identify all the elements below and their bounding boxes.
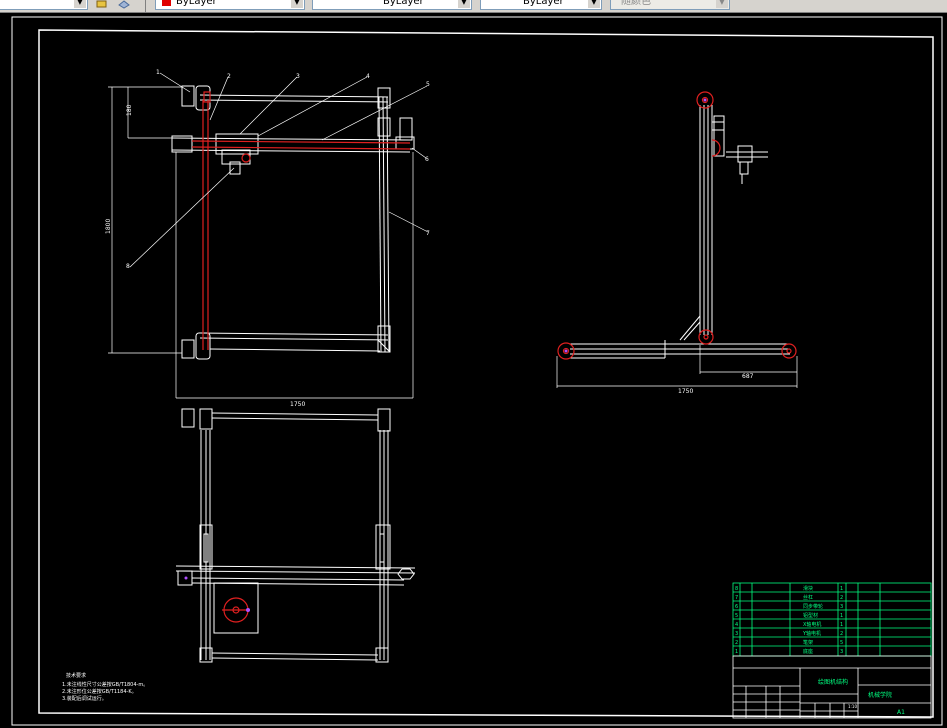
side-view-dimensions	[556, 345, 798, 388]
chevron-down-icon: ▼	[74, 0, 86, 8]
svg-text:1: 1	[156, 69, 160, 76]
side-view-marks	[564, 98, 707, 353]
bom-item-number: 4	[735, 622, 738, 628]
title-block-text: 绘图机结构 机械学院 A1 1:10	[818, 678, 905, 716]
bom-item-number: 3	[735, 631, 738, 637]
front-view-dimension-text: 180 1800 1750	[105, 104, 305, 408]
color-swatch	[162, 0, 171, 6]
svg-text:6: 6	[425, 156, 429, 163]
svg-text:4: 4	[366, 73, 370, 80]
plotstyle-value: 随颜色	[621, 0, 651, 7]
technical-notes: 技术要求 1.未注线性尺寸公差按GB/T1804-m。 2.未注形位公差按GB/…	[62, 672, 148, 702]
layer-dropdown[interactable]: ▼	[0, 0, 88, 10]
svg-text:1.未注线性尺寸公差按GB/T1804-m。: 1.未注线性尺寸公差按GB/T1804-m。	[62, 681, 148, 688]
bom-item-number: 8	[735, 586, 738, 592]
front-view-highlight	[191, 91, 411, 350]
svg-text:1750: 1750	[290, 401, 305, 408]
chevron-down-icon: ▼	[716, 0, 728, 8]
svg-text:1750: 1750	[678, 388, 693, 395]
bom-item-qty: 5	[840, 640, 843, 646]
bom-item-name: 滑块	[803, 585, 813, 592]
bom-item-number: 6	[735, 604, 738, 610]
bom-item-qty: 1	[840, 613, 843, 619]
svg-text:2: 2	[227, 73, 231, 80]
side-view-dimension-text: 1750 687	[678, 373, 754, 395]
svg-text:3: 3	[296, 73, 300, 80]
svg-text:1:10: 1:10	[848, 704, 857, 709]
layer-state-icon[interactable]	[96, 0, 108, 10]
bom-item-qty: 2	[840, 631, 843, 637]
drawing-canvas[interactable]: 180 1800 1750 1 2 3 4 5 6 7 8	[0, 12, 947, 728]
color-dropdown[interactable]: ByLayer ▼	[155, 0, 305, 10]
svg-text:技术要求: 技术要求	[66, 672, 86, 679]
svg-text:687: 687	[742, 373, 754, 380]
svg-text:180: 180	[126, 104, 133, 116]
bom-item-name: X轴电机	[803, 621, 821, 628]
bom-table	[732, 582, 932, 657]
top-view-highlight	[222, 597, 250, 623]
bom-item-name: 铝型材	[803, 612, 818, 619]
layer-previous-icon[interactable]	[118, 0, 130, 10]
properties-toolbar: ▼ ByLayer ▼ ByLayer ▼ ByLayer ▼ 随颜色 ▼	[0, 0, 947, 13]
bom-item-name: 丝杠	[803, 594, 813, 601]
color-value: ByLayer	[176, 0, 217, 7]
chevron-down-icon: ▼	[588, 0, 600, 8]
linetype-dropdown[interactable]: ByLayer ▼	[312, 0, 472, 10]
bom-item-qty: 2	[840, 595, 843, 601]
bom-item-number: 2	[735, 640, 738, 646]
linetype-value: ByLayer	[383, 0, 424, 7]
svg-text:2.未注形位公差按GB/T1184-K。: 2.未注形位公差按GB/T1184-K。	[62, 688, 137, 695]
svg-text:机械学院: 机械学院	[868, 691, 892, 699]
part-balloons: 1 2 3 4 5 6 7 8	[126, 69, 430, 270]
plotstyle-dropdown[interactable]: 随颜色 ▼	[610, 0, 730, 10]
lineweight-value: ByLayer	[523, 0, 564, 7]
side-view	[570, 105, 790, 359]
bom-item-number: 1	[735, 649, 738, 655]
top-view-marks	[184, 576, 250, 612]
svg-text:5: 5	[426, 81, 430, 88]
bom-item-qty: 3	[840, 604, 843, 610]
bom-item-name: 笔架	[803, 639, 813, 646]
title-block	[732, 655, 932, 719]
chevron-down-icon: ▼	[458, 0, 470, 8]
chevron-down-icon: ▼	[291, 0, 303, 8]
side-view-highlight	[557, 91, 797, 360]
bom-item-qty: 1	[840, 586, 843, 592]
svg-text:7: 7	[426, 230, 430, 237]
svg-text:3.装配后调试运行。: 3.装配后调试运行。	[62, 695, 107, 702]
top-view	[175, 408, 416, 663]
bom-item-name: 同步带轮	[803, 603, 823, 610]
bom-item-qty: 1	[840, 622, 843, 628]
svg-text:1800: 1800	[105, 219, 112, 234]
bom-item-name: 底座	[803, 648, 813, 655]
svg-text:8: 8	[126, 263, 130, 270]
lineweight-dropdown[interactable]: ByLayer ▼	[480, 0, 602, 10]
drawing-frame	[11, 16, 943, 726]
bom-item-number: 7	[735, 595, 738, 601]
svg-text:绘图机结构: 绘图机结构	[818, 678, 848, 686]
bom-item-number: 5	[735, 613, 738, 619]
front-view-dimensions	[108, 86, 414, 399]
leader-lines	[129, 72, 429, 268]
toolbar-separator	[145, 0, 146, 12]
bom-item-name: Y轴电机	[802, 630, 821, 637]
bom-item-qty: 3	[840, 649, 843, 655]
svg-text:A1: A1	[897, 709, 905, 716]
